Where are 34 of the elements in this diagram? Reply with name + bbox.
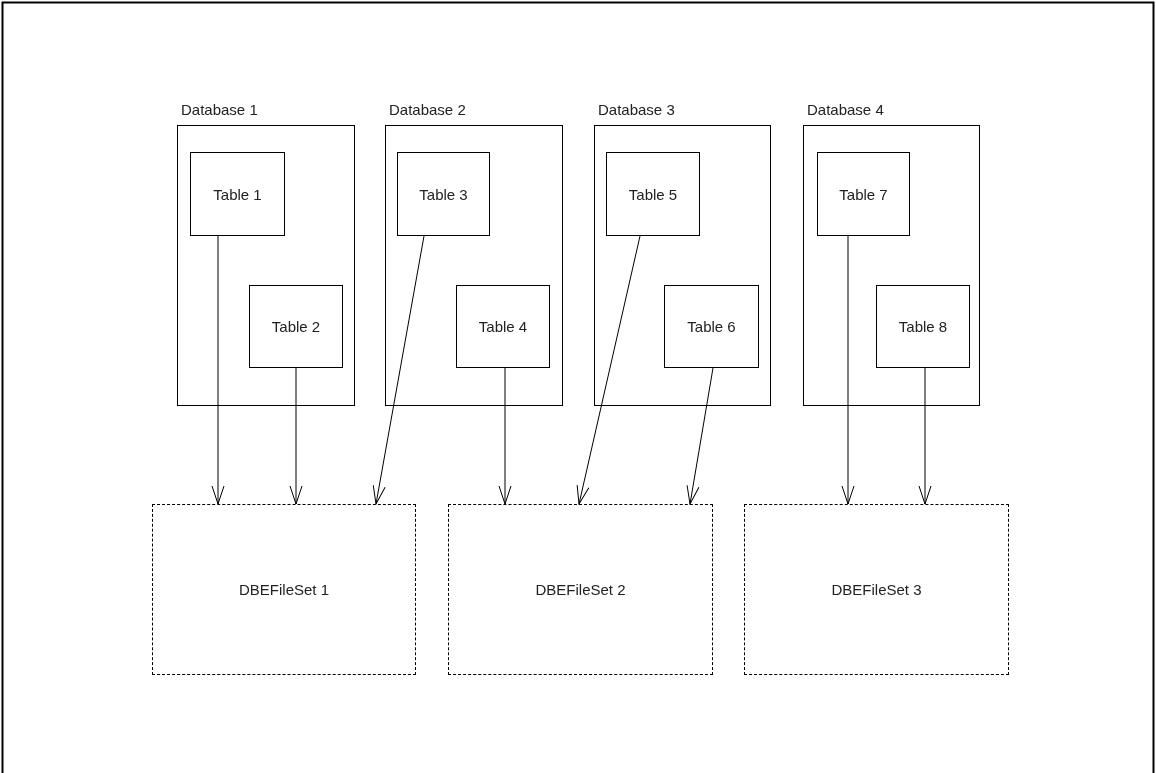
table-box xyxy=(190,152,285,236)
arrow xyxy=(289,367,303,505)
arrow xyxy=(576,235,641,505)
table-box xyxy=(456,285,550,368)
table-box xyxy=(249,285,343,368)
database-title: Database 4 xyxy=(807,101,884,118)
node-label: DBEFileSet 2 xyxy=(535,581,626,598)
arrow xyxy=(372,235,425,505)
node-label: Table 5 xyxy=(628,185,678,203)
database-title: Database 1 xyxy=(181,101,258,118)
table-box xyxy=(397,152,490,236)
node-label: Table 2 xyxy=(271,318,321,335)
table-box xyxy=(664,285,759,368)
node-label: Table 7 xyxy=(839,185,888,203)
database-title: Database 3 xyxy=(598,101,675,118)
table-box xyxy=(876,285,970,368)
node-label: Table 1 xyxy=(213,185,262,203)
table-box xyxy=(817,152,910,236)
fileset-box xyxy=(744,504,1009,675)
node-label: DBEFileSet 1 xyxy=(238,581,329,598)
node-label: Table 4 xyxy=(478,318,528,335)
arrow xyxy=(918,367,932,505)
fileset-box xyxy=(152,504,416,675)
arrow xyxy=(686,367,714,505)
fileset-box xyxy=(448,504,713,675)
table-box xyxy=(606,152,700,236)
arrow xyxy=(211,235,225,505)
database-title: Database 2 xyxy=(389,101,466,118)
node-label: Table 3 xyxy=(419,185,468,203)
node-label: Table 8 xyxy=(898,318,948,335)
arrow xyxy=(841,235,855,505)
node-label: Table 6 xyxy=(687,318,736,335)
arrow xyxy=(498,367,512,505)
node-label: DBEFileSet 3 xyxy=(831,581,922,598)
